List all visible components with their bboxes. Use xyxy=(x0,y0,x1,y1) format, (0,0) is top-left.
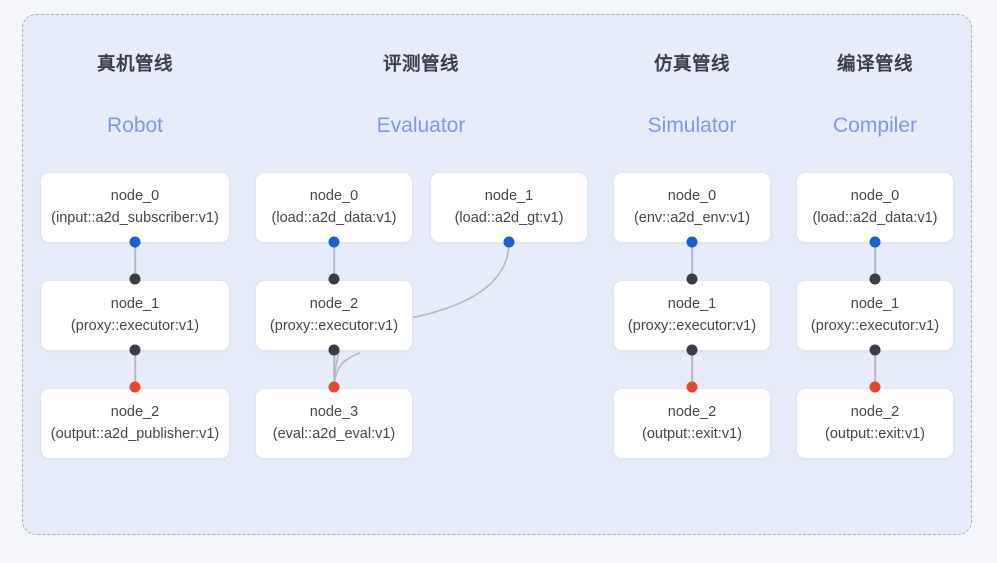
node-type: (input::a2d_subscriber:v1) xyxy=(51,209,219,226)
node-card-compiler-1[interactable]: node_1 (proxy::executor:v1) xyxy=(796,280,954,351)
link-robot-1-2 xyxy=(134,350,136,390)
port-in-simulator-2[interactable] xyxy=(686,381,698,393)
node-type: (proxy::executor:v1) xyxy=(627,317,757,334)
port-out-compiler-0[interactable] xyxy=(869,236,881,248)
node-card-evaluator-gt[interactable]: node_1 (load::a2d_gt:v1) xyxy=(430,172,588,243)
link-simulator-1-2 xyxy=(691,350,693,390)
node-name: node_2 xyxy=(110,404,160,421)
node-card-simulator-0[interactable]: node_0 (env::a2d_env:v1) xyxy=(613,172,771,243)
node-type: (load::a2d_data:v1) xyxy=(271,209,397,226)
node-name: node_3 xyxy=(309,404,359,421)
link-compiler-0-1 xyxy=(874,242,876,282)
port-out-evaluator-gt[interactable] xyxy=(503,236,515,248)
node-name: node_1 xyxy=(850,296,900,313)
node-card-robot-2[interactable]: node_2 (output::a2d_publisher:v1) xyxy=(40,388,230,459)
node-type: (proxy::executor:v1) xyxy=(810,317,940,334)
column-title-en-simulator: Simulator xyxy=(647,114,737,137)
port-out-evaluator-0[interactable] xyxy=(328,236,340,248)
node-card-evaluator-3[interactable]: node_3 (eval::a2d_eval:v1) xyxy=(255,388,413,459)
node-type: (eval::a2d_eval:v1) xyxy=(272,425,396,442)
node-name: node_2 xyxy=(850,404,900,421)
node-type: (load::a2d_data:v1) xyxy=(812,209,938,226)
node-type: (env::a2d_env:v1) xyxy=(633,209,751,226)
port-in-evaluator-2[interactable] xyxy=(328,273,340,285)
column-title-cn-robot: 真机管线 xyxy=(96,53,173,74)
link-robot-0-1 xyxy=(134,242,136,282)
port-in-robot-1[interactable] xyxy=(129,273,141,285)
column-title-en-evaluator: Evaluator xyxy=(376,114,466,137)
port-in-compiler-1[interactable] xyxy=(869,273,881,285)
node-name: node_2 xyxy=(309,296,359,313)
node-card-evaluator-0[interactable]: node_0 (load::a2d_data:v1) xyxy=(255,172,413,243)
node-card-simulator-2[interactable]: node_2 (output::exit:v1) xyxy=(613,388,771,459)
link-compiler-1-2 xyxy=(874,350,876,390)
node-card-robot-1[interactable]: node_1 (proxy::executor:v1) xyxy=(40,280,230,351)
node-name: node_0 xyxy=(110,188,160,205)
column-title-cn-compiler: 编译管线 xyxy=(836,53,913,74)
node-name: node_1 xyxy=(110,296,160,313)
port-in-evaluator-3[interactable] xyxy=(328,381,340,393)
node-type: (output::a2d_publisher:v1) xyxy=(50,425,220,442)
port-out-evaluator-2[interactable] xyxy=(328,344,340,356)
link-simulator-0-1 xyxy=(691,242,693,282)
port-out-simulator-0[interactable] xyxy=(686,236,698,248)
node-type: (proxy::executor:v1) xyxy=(70,317,200,334)
port-in-robot-2[interactable] xyxy=(129,381,141,393)
node-card-compiler-0[interactable]: node_0 (load::a2d_data:v1) xyxy=(796,172,954,243)
column-title-en-robot: Robot xyxy=(106,114,164,137)
node-type: (proxy::executor:v1) xyxy=(269,317,399,334)
node-card-robot-0[interactable]: node_0 (input::a2d_subscriber:v1) xyxy=(40,172,230,243)
node-card-simulator-1[interactable]: node_1 (proxy::executor:v1) xyxy=(613,280,771,351)
node-name: node_1 xyxy=(667,296,717,313)
column-title-cn-simulator: 仿真管线 xyxy=(653,53,730,74)
node-name: node_1 xyxy=(484,188,534,205)
node-name: node_2 xyxy=(667,404,717,421)
column-title-cn-evaluator: 评测管线 xyxy=(382,53,459,74)
column-title-en-compiler: Compiler xyxy=(832,114,918,137)
node-name: node_0 xyxy=(309,188,359,205)
port-out-simulator-1[interactable] xyxy=(686,344,698,356)
port-in-compiler-2[interactable] xyxy=(869,381,881,393)
node-type: (output::exit:v1) xyxy=(642,425,742,442)
node-type: (load::a2d_gt:v1) xyxy=(454,209,564,226)
port-out-robot-1[interactable] xyxy=(129,344,141,356)
node-name: node_0 xyxy=(667,188,717,205)
node-type: (output::exit:v1) xyxy=(825,425,925,442)
node-card-evaluator-2[interactable]: node_2 (proxy::executor:v1) xyxy=(255,280,413,351)
node-name: node_0 xyxy=(850,188,900,205)
port-in-simulator-1[interactable] xyxy=(686,273,698,285)
port-out-robot-0[interactable] xyxy=(129,236,141,248)
node-card-compiler-2[interactable]: node_2 (output::exit:v1) xyxy=(796,388,954,459)
port-out-compiler-1[interactable] xyxy=(869,344,881,356)
